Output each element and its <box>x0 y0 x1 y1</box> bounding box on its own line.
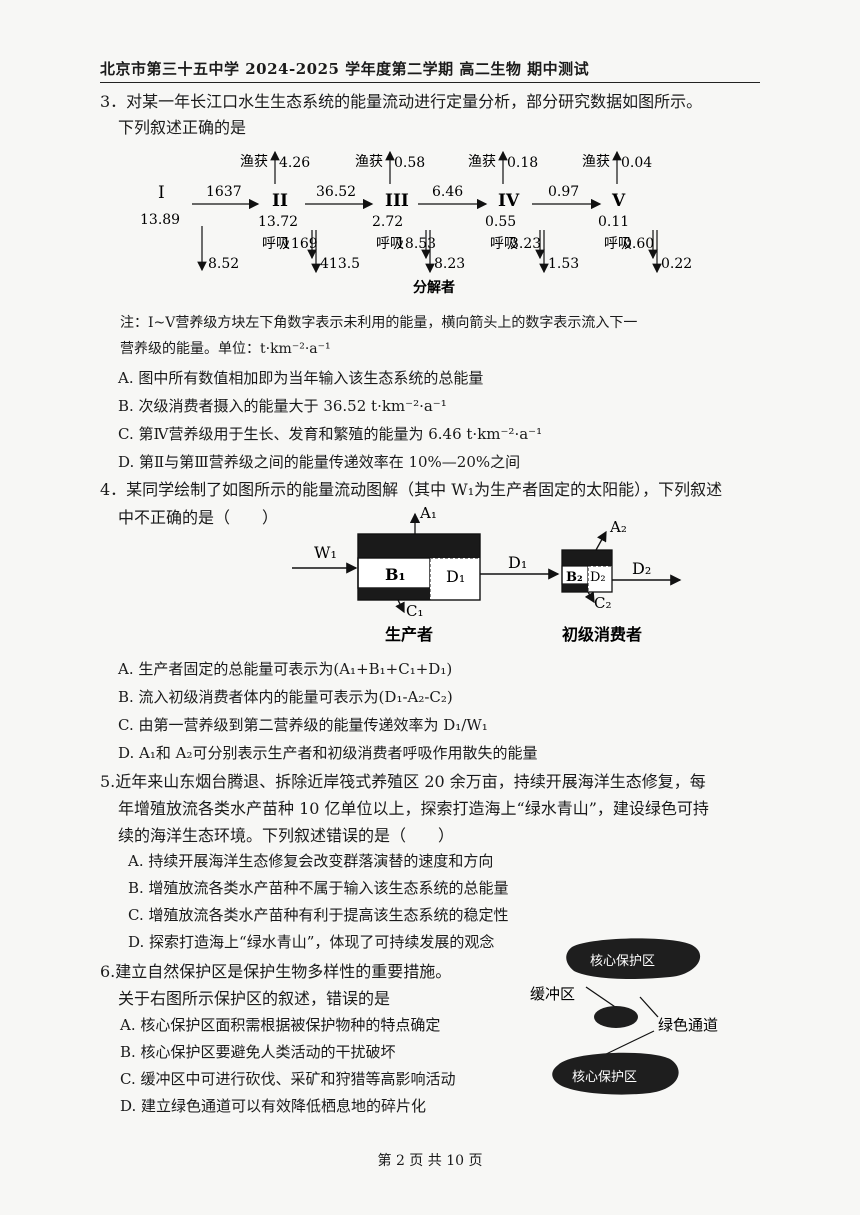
resp-label-3: 呼吸 <box>376 236 404 252</box>
resp-4: 3.23 <box>510 236 541 252</box>
label-c1: C₁ <box>406 602 424 620</box>
q6-option-a[interactable]: A. 核心保护区面积需根据被保护物种的特点确定 <box>120 1016 441 1034</box>
label-consumer: 初级消费者 <box>562 625 642 644</box>
flow-2-3: 36.52 <box>316 184 356 200</box>
label-b1: B₁ <box>385 565 406 584</box>
q3-option-a[interactable]: A. 图中所有数值相加即为当年输入该生态系统的总能量 <box>118 369 484 387</box>
unused-4: 0.55 <box>485 214 516 230</box>
q5-stem-line3: 续的海洋生态环境。下列叙述错误的是（ ） <box>118 826 455 845</box>
q5-option-b[interactable]: B. 增殖放流各类水产苗种不属于输入该生态系统的总能量 <box>128 879 509 897</box>
q3-energy-flow-diagram: I II III IV V 13.89 13.72 2.72 0.55 0.11… <box>140 150 692 296</box>
resp-label-4: 呼吸 <box>490 236 518 252</box>
catch-label-5: 渔获 <box>582 154 610 170</box>
flow-4-5: 0.97 <box>548 184 579 200</box>
resp-5: 0.60 <box>623 236 654 252</box>
label-a1: A₁ <box>419 504 437 522</box>
q6-stem-line2: 关于右图所示保护区的叙述，错误的是 <box>118 989 391 1008</box>
buffer-zone-label: 缓冲区 <box>530 985 575 1003</box>
q5-option-a[interactable]: A. 持续开展海洋生态修复会改变群落演替的速度和方向 <box>128 852 494 870</box>
q3-option-c[interactable]: C. 第Ⅳ营养级用于生长、发育和繁殖的能量为 6.46 t·km⁻²·a⁻¹ <box>118 425 543 443</box>
catch-2: 4.26 <box>279 155 310 171</box>
resp-label-2: 呼吸 <box>262 236 290 252</box>
q3-option-b[interactable]: B. 次级消费者摄入的能量大于 36.52 t·km⁻²·a⁻¹ <box>118 397 447 415</box>
q5-option-d[interactable]: D. 探索打造海上“绿水青山”，体现了可持续发展的观念 <box>128 933 495 951</box>
q6-stem-line1: 6.建立自然保护区是保护生物多样性的重要措施。 <box>100 962 452 981</box>
q6-option-c[interactable]: C. 缓冲区中可进行砍伐、采矿和狩猎等高影响活动 <box>120 1070 456 1088</box>
q3-note-line2: 营养级的能量。单位：t·km⁻²·a⁻¹ <box>120 341 331 357</box>
label-b2: B₂ <box>566 570 583 585</box>
catch-label-3: 渔获 <box>355 154 383 170</box>
catch-label-2: 渔获 <box>240 154 268 170</box>
label-arrow-d1: D₁ <box>508 553 527 572</box>
core-zone-top-label: 核心保护区 <box>590 954 655 969</box>
label-producer: 生产者 <box>385 625 433 644</box>
page-header: 北京市第三十五中学 2024-2025 学年度第二学期 高二生物 期中测试 <box>100 58 760 83</box>
q4-option-d[interactable]: D. A₁和 A₂可分别表示生产者和初级消费者呼吸作用散失的能量 <box>118 744 538 762</box>
unused-2: 13.72 <box>258 214 298 230</box>
q3-note-line1: 注：Ⅰ~Ⅴ营养级方块左下角数字表示未利用的能量，横向箭头上的数字表示流入下一 <box>120 315 638 331</box>
catch-3: 0.58 <box>394 155 425 171</box>
green-corridor-label: 绿色通道 <box>658 1016 718 1034</box>
label-a2: A₂ <box>609 518 627 536</box>
q6-reserve-diagram: 核心保护区 缓冲区 绿色通道 核心保护区 <box>530 938 718 1095</box>
q4-option-c[interactable]: C. 由第一营养级到第二营养级的能量传递效率为 D₁/W₁ <box>118 716 488 734</box>
level-1: I <box>158 183 165 203</box>
label-c2: C₂ <box>594 594 612 612</box>
level-3: III <box>385 191 409 211</box>
catch-5: 0.04 <box>621 155 652 171</box>
q6-option-b[interactable]: B. 核心保护区要避免人类活动的干扰破坏 <box>120 1043 396 1061</box>
q6-option-d[interactable]: D. 建立绿色通道可以有效降低栖息地的碎片化 <box>120 1097 427 1115</box>
label-w1: W₁ <box>314 543 337 562</box>
unused-1: 13.89 <box>140 212 180 228</box>
level-2: II <box>272 191 288 211</box>
q3-option-d[interactable]: D. 第Ⅱ与第Ⅲ营养级之间的能量传递效率在 10%—20%之间 <box>118 453 521 471</box>
decomp-1: 8.52 <box>208 256 239 272</box>
flow-1-2: 1637 <box>206 184 242 200</box>
q3-stem-line1: 3．对某一年长江口水生生态系统的能量流动进行定量分析，部分研究数据如图所示。 <box>100 92 703 111</box>
flow-3-4: 6.46 <box>432 184 463 200</box>
level-4: IV <box>498 191 520 211</box>
q4-stem-line1: 4．某同学绘制了如图所示的能量流动图解（其中 W₁为生产者固定的太阳能），下列叙… <box>100 480 723 499</box>
catch-label-4: 渔获 <box>468 154 496 170</box>
label-d2: D₂ <box>590 570 606 585</box>
resp-2: 1169 <box>282 236 318 252</box>
level-5: V <box>611 191 626 211</box>
decomp-2: 413.5 <box>320 256 360 272</box>
resp-label-5: 呼吸 <box>604 236 632 252</box>
decomposer-label: 分解者 <box>413 279 455 296</box>
q3-stem-line2: 下列叙述正确的是 <box>118 118 247 137</box>
q4-option-a[interactable]: A. 生产者固定的总能量可表示为(A₁+B₁+C₁+D₁) <box>118 660 453 678</box>
decomp-5: 0.22 <box>661 256 692 272</box>
unused-5: 0.11 <box>598 214 629 230</box>
q5-stem-line1: 5.近年来山东烟台腾退、拆除近岸筏式养殖区 20 余万亩，持续开展海洋生态修复，… <box>100 772 706 791</box>
q4-option-b[interactable]: B. 流入初级消费者体内的能量可表示为(D₁-A₂-C₂) <box>118 688 453 706</box>
resp-3: 18.53 <box>396 236 436 252</box>
unused-3: 2.72 <box>372 214 403 230</box>
q5-stem-line2: 年增殖放流各类水产苗种 10 亿单位以上，探索打造海上“绿水青山”，建设绿色可持 <box>118 799 709 818</box>
q4-stem-line2: 中不正确的是（ ） <box>118 508 279 527</box>
label-arrow-d2: D₂ <box>632 559 651 578</box>
q5-option-c[interactable]: C. 增殖放流各类水产苗种有利于提高该生态系统的稳定性 <box>128 906 509 924</box>
catch-4: 0.18 <box>507 155 538 171</box>
q4-energy-diagram: B₁ D₁ W₁ A₁ C₁ 生产者 D₁ B₂ D₂ A₂ C₂ D₂ 初级消… <box>292 504 682 644</box>
decomp-3: 8.23 <box>434 256 465 272</box>
decomp-4: 1.53 <box>548 256 579 272</box>
core-zone-bottom-label: 核心保护区 <box>572 1070 637 1085</box>
page-footer: 第 2 页 共 10 页 <box>377 1153 483 1169</box>
label-d1: D₁ <box>446 567 465 586</box>
